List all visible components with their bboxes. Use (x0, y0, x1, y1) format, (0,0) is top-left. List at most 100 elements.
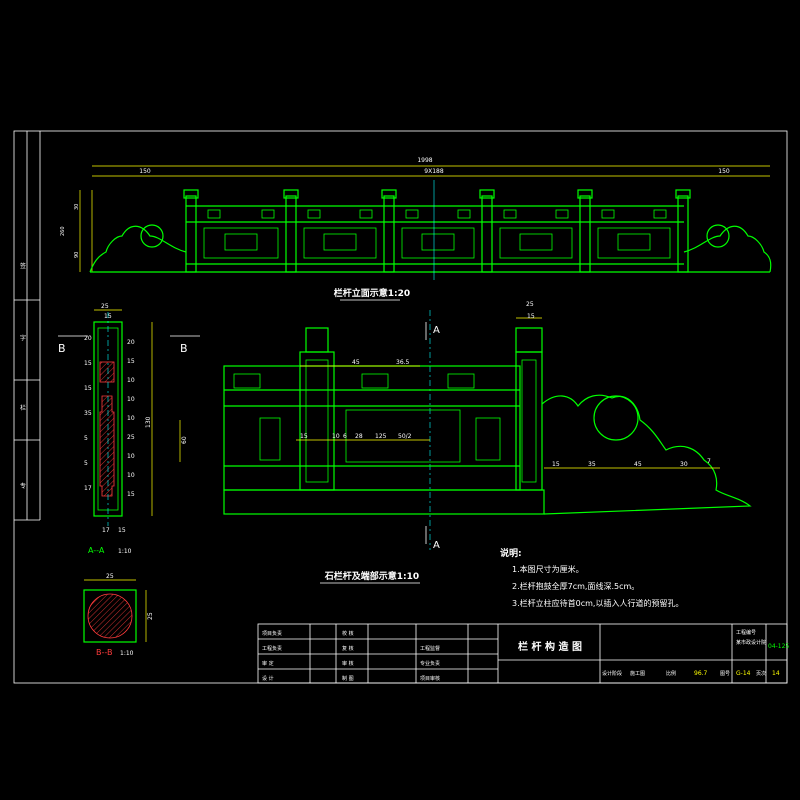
section-bb: 25 25 B--B 1:10 (83, 573, 154, 657)
dim-15a: 15 (300, 433, 308, 440)
cut-left: B (58, 342, 66, 355)
tb-page-label: 页次 (756, 670, 766, 677)
elevation-window (601, 209, 615, 219)
elevation-window (207, 209, 221, 219)
aa-label: A--A (88, 546, 105, 555)
cut-right: B (180, 342, 188, 355)
tb-row-extra: 工程监督 (420, 645, 440, 652)
aa-scale: 1:10 (118, 548, 132, 555)
tb-scale-label: 比例 (666, 670, 676, 677)
aa-bot-2: 15 (118, 527, 126, 534)
title-block: 项目负责校 核工程负责复 核工程监督审 定审 核专业负责设 计制 图项目审核 栏… (257, 623, 789, 684)
elevation-post-cap (675, 189, 691, 199)
elevation-window (405, 209, 419, 219)
elevation-panel-inner (224, 233, 258, 251)
dim-bot7: 7 (707, 458, 711, 465)
elevation-view: 1998 150 9X188 150 30 260 90 (60, 157, 772, 280)
elevation-post (285, 195, 297, 273)
aa-inner: 15 (104, 313, 112, 320)
aa-bot-1: 17 (102, 527, 110, 534)
elevation-post (677, 195, 689, 273)
aa-right-dim: 15 (127, 358, 135, 365)
aa-left-dim: 20 (84, 335, 92, 342)
drawing-title: 栏 杆 构 造 图 (518, 640, 582, 653)
elevation-window (503, 209, 517, 219)
section-mark-top: A (433, 325, 440, 336)
dim-h3: 90 (74, 252, 80, 258)
tb-sheet: G-14 (736, 670, 751, 677)
elevation-post (579, 195, 591, 273)
dim-right: 150 (718, 168, 730, 175)
aa-left-dim: 15 (84, 385, 92, 392)
aa-top-w: 25 (101, 303, 109, 310)
dim-bot45: 45 (634, 461, 642, 468)
side-text-2: 字 (20, 334, 26, 342)
notes: 说明: 1.本图尺寸为厘米。 2.栏杆抱鼓全厚7cm,面线深.5cm。 3.栏杆… (500, 547, 683, 608)
section-mark-bot: A (433, 540, 440, 551)
tb-ver: 96.7 (694, 670, 708, 677)
aa-left-dim: 5 (84, 435, 88, 442)
dim-h2: 260 (60, 226, 66, 236)
bb-h: 25 (147, 612, 154, 620)
dim-125: 125 (375, 433, 387, 440)
note-1: 1.本图尺寸为厘米。 (512, 564, 584, 574)
elevation-panel-inner (323, 233, 357, 251)
elevation-window (653, 209, 667, 219)
aa-h-total: 130 (145, 416, 152, 428)
tb-code: 04-125 (768, 643, 789, 650)
tb-row-extra: 专业负责 (420, 660, 440, 667)
elevation-panel (303, 227, 377, 259)
elevation-panel (597, 227, 671, 259)
tb-row-extra: 项目审核 (420, 675, 440, 682)
side-text-4: 专 (20, 482, 26, 490)
elevation-post-cap (577, 189, 593, 199)
elevation-post-cap (479, 189, 495, 199)
dim-bot15: 15 (552, 461, 560, 468)
elevation-post-cap (283, 189, 299, 199)
tb-row-role: 项目负责 (262, 630, 282, 637)
aa-right-dim: 10 (127, 472, 135, 479)
elevation-panel (203, 227, 279, 259)
elevation-title: 栏杆立面示意1:20 (334, 287, 410, 299)
tb-sheet-label: 图号 (720, 671, 730, 677)
dim-28: 28 (355, 433, 363, 440)
aa-right-dim: 10 (127, 415, 135, 422)
bb-scale: 1:10 (120, 650, 134, 657)
elevation-panel-inner (421, 233, 455, 251)
elevation-window (359, 209, 373, 219)
notes-heading: 说明: (500, 547, 522, 559)
aa-left-dim: 15 (84, 360, 92, 367)
elevation-panel (499, 227, 573, 259)
aa-right-dim: 10 (127, 396, 135, 403)
dim-left-h: 60 (181, 436, 188, 444)
dim-total: 1998 (417, 157, 432, 164)
aa-right-dim: 10 (127, 377, 135, 384)
dim-bot35: 35 (588, 461, 596, 468)
elevation-window (261, 209, 275, 219)
tb-row-role: 工程负责 (262, 645, 282, 652)
tb-row-role: 审 定 (262, 660, 274, 667)
bb-label: B--B (96, 648, 112, 657)
elevation-window (457, 209, 471, 219)
dim-50: 50/2 (398, 433, 412, 440)
tb-info-1: 工程编号 (736, 629, 756, 636)
aa-right-dim: 15 (127, 491, 135, 498)
tb-page: 14 (772, 670, 780, 677)
elevation-window (555, 209, 569, 219)
elevation-post-cap (183, 189, 199, 199)
aa-right-dim: 25 (127, 434, 135, 441)
elevation-post (185, 195, 197, 273)
dim-top-inner: 15 (527, 313, 535, 320)
elevation-panel-inner (617, 233, 651, 251)
elevation-post (481, 195, 493, 273)
tb-row-check: 审 核 (342, 660, 354, 667)
elevation-window (307, 209, 321, 219)
tb-row-check: 制 图 (342, 675, 354, 682)
tb-info-2: 某市政设计院 (736, 639, 766, 646)
dim-middle: 9X188 (424, 168, 444, 175)
tb-phase: 施工图 (630, 670, 645, 677)
tb-row-check: 复 核 (342, 645, 354, 652)
aa-left-dim: 17 (84, 485, 92, 492)
dim-h1: 30 (74, 204, 80, 210)
